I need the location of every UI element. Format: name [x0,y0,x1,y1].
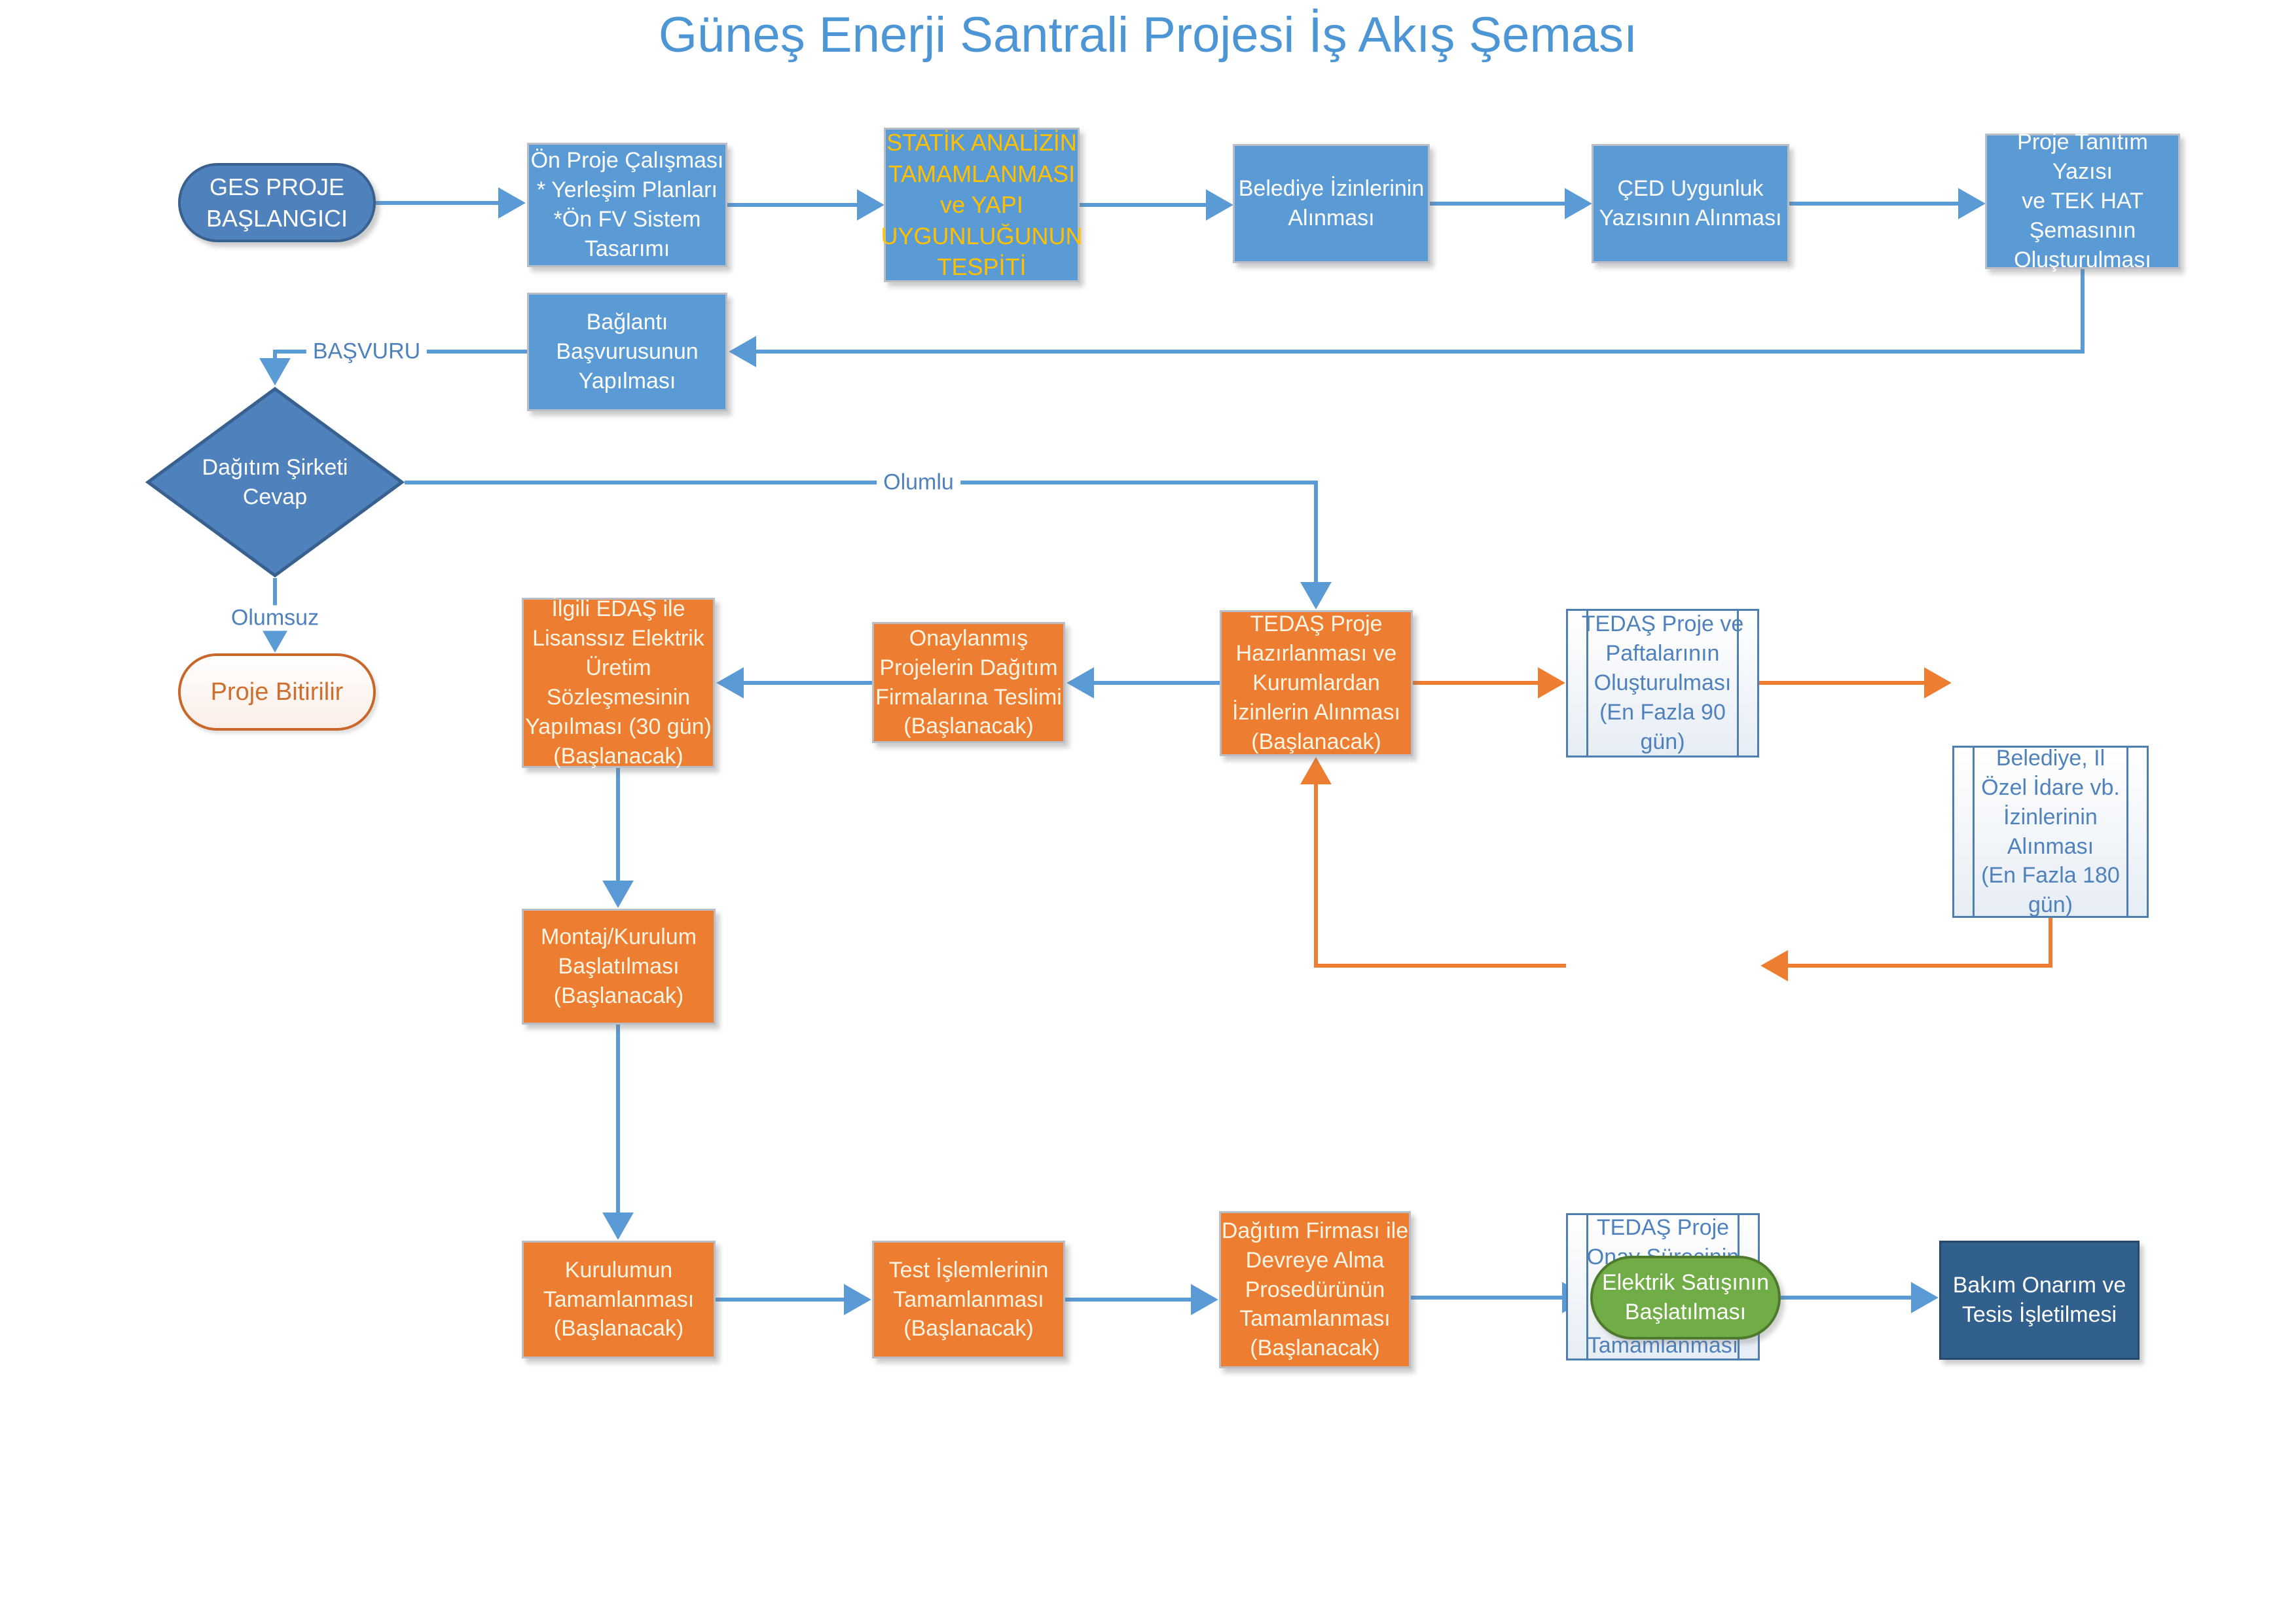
node-test-islemleri: Test İşlemlerinin Tamamlanması (Başlanac… [872,1241,1065,1359]
node-proje-bitirilir: Proje Bitirilir [178,653,376,731]
node-label: TEDAŞ Proje Hazırlanması ve Kurumlardan … [1232,611,1400,754]
node-devreye-alma-proseduru: Dağıtım Firması ile Devreye Alma Prosedü… [1219,1211,1411,1368]
node-belediye-izinleri: Belediye İzinlerinin Alınması [1233,144,1430,263]
node-statik-analiz: STATİK ANALİZİN TAMAMLANMASI ve YAPI UYG… [881,128,1083,282]
page-title: Güneş Enerji Santrali Projesi İş Akış Şe… [658,7,1638,63]
node-label: Belediye, İl Özel İdare vb. İzinlerinin … [1981,745,2120,918]
node-onaylanmis-projeler-teslimi: Onaylanmış Projelerin Dağıtım Firmaların… [872,622,1065,743]
node-dagitim-sirketi-cevap: Dağıtım Şirketi Cevap [145,386,405,578]
node-label: STATİK ANALİZİN TAMAMLANMASI ve YAPI UYG… [881,129,1083,281]
node-label: TEDAŞ Proje ve Paftalarının Oluşturulmas… [1581,611,1744,754]
node-tedas-pafta-olusturulmasi: TEDAŞ Proje ve Paftalarının Oluşturulmas… [1566,609,1759,757]
node-label: Bağlantı Başvurusunun Yapılması [556,310,699,393]
node-label: Proje Tanıtım Yazısı ve TEK HAT Şemasını… [2014,130,2151,272]
edge-label-olumlu: Olumlu [877,469,960,496]
node-label: İlgili EDAŞ ile Lisanssız Elektrik Üreti… [525,596,712,769]
node-label: Kurulumun Tamamlanması (Başlanacak) [543,1257,695,1341]
node-label: ÇED Uygunluk Yazısının Alınması [1599,176,1782,230]
decision-diamond-shape [145,386,405,578]
node-proje-tanitim-yazisi: Proje Tanıtım Yazısı ve TEK HAT Şemasını… [1985,130,2180,272]
node-label: Dağıtım Firması ile Devreye Alma Prosedü… [1221,1218,1409,1361]
node-bakim-onarim-tesis-isletilmesi: Bakım Onarım ve Tesis İşletilmesi [1939,1241,2140,1360]
node-ges-proje-baslangici: GES PROJE BAŞLANGICI [178,163,376,242]
node-label: Elektrik Satışının Başlatılması [1601,1270,1770,1324]
node-tedas-proje-hazirlanmasi: TEDAŞ Proje Hazırlanması ve Kurumlardan … [1220,610,1413,756]
node-ced-uygunluk: ÇED Uygunluk Yazısının Alınması [1592,144,1789,263]
node-label: Dağıtım Şirketi Cevap [202,454,348,509]
node-belediye-il-ozel-idare-izinleri: Belediye, İl Özel İdare vb. İzinlerinin … [1952,746,2149,918]
node-edas-sozlesme: İlgili EDAŞ ile Lisanssız Elektrik Üreti… [522,596,715,769]
node-label: GES PROJE BAŞLANGICI [206,173,348,232]
node-kurulumun-tamamlanmasi: Kurulumun Tamamlanması (Başlanacak) [522,1241,716,1359]
node-label: Test İşlemlerinin Tamamlanması (Başlanac… [888,1257,1049,1341]
node-montaj-kurulum-baslatilmasi: Montaj/Kurulum Başlatılması (Başlanacak) [522,909,716,1025]
edge-label-olumsuz: Olumsuz [224,605,326,631]
node-on-proje-calismasi: Ön Proje Çalışması * Yerleşim Planları *… [527,143,727,267]
node-label: Ön Proje Çalışması * Yerleşim Planları *… [530,148,724,261]
edge-label-basvuru: BAŞVURU [306,338,428,365]
node-label: Proje Bitirilir [210,678,344,706]
node-baglanti-basvurusu: Bağlantı Başvurusunun Yapılması [527,293,727,411]
node-label: Bakım Onarım ve Tesis İşletilmesi [1952,1273,2126,1327]
node-label: Montaj/Kurulum Başlatılması (Başlanacak) [540,924,697,1008]
node-label: Onaylanmış Projelerin Dağıtım Firmaların… [875,625,1062,739]
node-label: Belediye İzinlerinin Alınması [1238,176,1425,230]
node-elektrik-satisi-baslatilmasi: Elektrik Satışının Başlatılması [1590,1256,1781,1340]
